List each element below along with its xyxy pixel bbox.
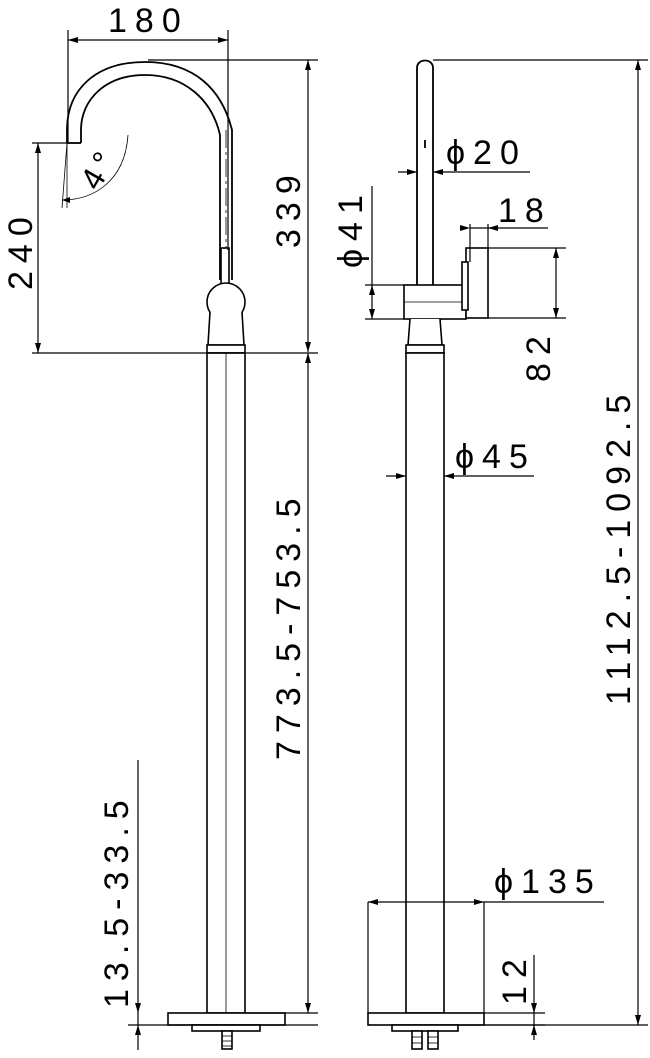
dim-spout-reach: 180	[108, 2, 189, 40]
side-handle	[465, 247, 489, 319]
side-view: ϕ20 ϕ41 18 82 ϕ45 ϕ135	[332, 59, 648, 1050]
front-view: 180 339 240 4° 773.5-753.5 13.5-33.5	[2, 2, 318, 1050]
dim-body-diameter: ϕ41	[332, 187, 370, 268]
side-spout	[416, 59, 434, 285]
dim-base-diameter: ϕ135	[494, 863, 602, 901]
dim-riser-length: 773.5-753.5	[270, 491, 308, 761]
front-base-plate	[167, 1012, 286, 1026]
front-fixing	[221, 1030, 233, 1050]
dim-spout-height: 339	[270, 167, 308, 248]
dim-handle-height: 82	[520, 328, 558, 382]
dim-spout-angle: 4°	[73, 141, 125, 196]
side-base-plate	[367, 1012, 485, 1026]
dim-spout-diameter: ϕ20	[446, 134, 527, 172]
dim-base-adjust: 13.5-33.5	[98, 792, 136, 1008]
side-riser	[405, 352, 445, 1014]
dim-overall-height: 1112.5-1092.5	[600, 387, 638, 705]
dim-base-thickness: 12	[496, 951, 534, 1005]
front-spout	[66, 61, 233, 280]
side-fixing-right	[427, 1030, 439, 1050]
dim-handle-offset: 18	[498, 192, 552, 230]
dim-riser-diameter: ϕ45	[455, 438, 536, 476]
side-fixing-left	[411, 1030, 423, 1050]
dim-outlet-height: 240	[2, 209, 40, 290]
